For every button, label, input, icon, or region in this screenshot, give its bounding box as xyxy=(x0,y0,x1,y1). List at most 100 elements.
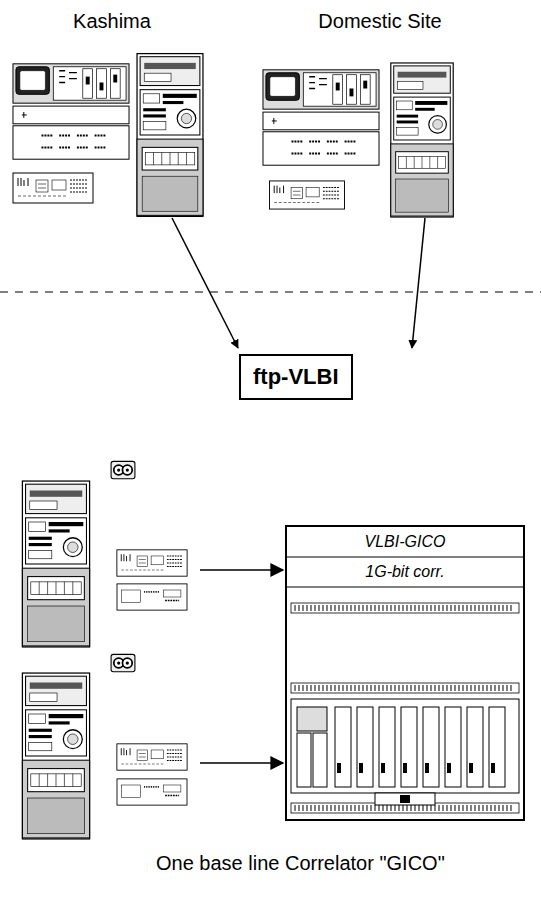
vent-slot xyxy=(359,805,360,811)
playback-station xyxy=(22,654,283,839)
vent-slot xyxy=(467,605,468,611)
terminal-unit xyxy=(13,64,129,159)
power-module xyxy=(297,733,311,787)
rack-label: 1G-bit corr. xyxy=(287,557,523,587)
vent-slot xyxy=(307,685,308,691)
vent-slot xyxy=(351,605,352,611)
vent-slot xyxy=(475,805,476,811)
vent-slot xyxy=(419,805,420,811)
vent-slot xyxy=(351,805,352,811)
domestic-station xyxy=(263,63,453,217)
tape-icon xyxy=(111,461,135,478)
vent-slot xyxy=(403,685,404,691)
vent-slot xyxy=(443,805,444,811)
vent-slot xyxy=(311,685,312,691)
vent-slot xyxy=(487,605,488,611)
vent-slot xyxy=(363,685,364,691)
vent-slot xyxy=(395,605,396,611)
vent-slot xyxy=(495,805,496,811)
vent-slot xyxy=(491,805,492,811)
vent-slot xyxy=(375,605,376,611)
vent-slot xyxy=(451,605,452,611)
vent-slot xyxy=(495,605,496,611)
vent-strip xyxy=(291,603,519,613)
vent-slot xyxy=(507,805,508,811)
vent-slot xyxy=(435,805,436,811)
circuit-card xyxy=(357,707,373,787)
circuit-card xyxy=(467,707,483,787)
vent-slot xyxy=(299,685,300,691)
vent-slot xyxy=(387,805,388,811)
vent-slot xyxy=(455,605,456,611)
card-handle xyxy=(403,763,407,773)
vent-slot xyxy=(307,605,308,611)
vent-slot xyxy=(503,805,504,811)
interface-box xyxy=(117,584,187,610)
vent-slot xyxy=(339,605,340,611)
diagram-caption: One base line Correlator "GICO" xyxy=(156,852,445,875)
vent-slot xyxy=(443,685,444,691)
recorder-rack xyxy=(391,63,453,217)
interface-box xyxy=(117,550,187,576)
vent-slot xyxy=(367,805,368,811)
card-handle xyxy=(381,763,385,773)
vent-slot xyxy=(463,805,464,811)
vent-slot xyxy=(355,605,356,611)
card-handle xyxy=(425,763,429,773)
vent-slot xyxy=(359,685,360,691)
tape-icon xyxy=(111,654,135,671)
vent-slot xyxy=(431,805,432,811)
vent-slot xyxy=(335,685,336,691)
vent-slot xyxy=(347,605,348,611)
vent-slot xyxy=(319,685,320,691)
box-text: ftp-VLBI xyxy=(253,364,339,390)
vent-slot xyxy=(479,605,480,611)
vent-slot xyxy=(423,605,424,611)
vent-slot xyxy=(315,805,316,811)
vent-slot xyxy=(511,805,512,811)
vent-slot xyxy=(511,605,512,611)
vent-slot xyxy=(303,605,304,611)
vent-slot xyxy=(403,805,404,811)
vent-slot xyxy=(371,805,372,811)
vent-slot xyxy=(407,685,408,691)
vent-slot xyxy=(335,805,336,811)
vent-slot xyxy=(339,805,340,811)
card-handle xyxy=(469,763,473,773)
vent-slot xyxy=(391,805,392,811)
card-handle xyxy=(491,763,495,773)
vent-slot xyxy=(399,805,400,811)
vent-slot xyxy=(471,605,472,611)
rack-label: VLBI-GICO xyxy=(287,527,523,557)
vent-slot xyxy=(299,605,300,611)
circuit-card xyxy=(335,707,351,787)
vent-slot xyxy=(395,685,396,691)
vent-slot xyxy=(379,805,380,811)
vent-slot xyxy=(435,685,436,691)
vent-slot xyxy=(467,685,468,691)
vent-slot xyxy=(303,685,304,691)
vent-slot xyxy=(483,685,484,691)
vent-slot xyxy=(499,605,500,611)
separator-line xyxy=(0,292,541,293)
vent-slot xyxy=(479,805,480,811)
vent-slot xyxy=(311,605,312,611)
vent-slot xyxy=(307,805,308,811)
vent-slot xyxy=(303,805,304,811)
card-handle xyxy=(447,763,451,773)
kashima-station xyxy=(13,54,203,217)
correlator-rack: VLBI-GICO1G-bit corr. xyxy=(285,525,525,821)
vent-slot xyxy=(471,685,472,691)
vent-slot xyxy=(471,805,472,811)
vent-slot xyxy=(407,605,408,611)
vent-slot xyxy=(415,805,416,811)
vent-slot xyxy=(399,605,400,611)
circuit-card xyxy=(401,707,417,787)
card-cage xyxy=(291,699,519,793)
vent-slot xyxy=(483,805,484,811)
vent-slot xyxy=(367,685,368,691)
vent-slot xyxy=(435,605,436,611)
vent-slot xyxy=(439,805,440,811)
vent-slot xyxy=(339,685,340,691)
vent-slot xyxy=(423,805,424,811)
